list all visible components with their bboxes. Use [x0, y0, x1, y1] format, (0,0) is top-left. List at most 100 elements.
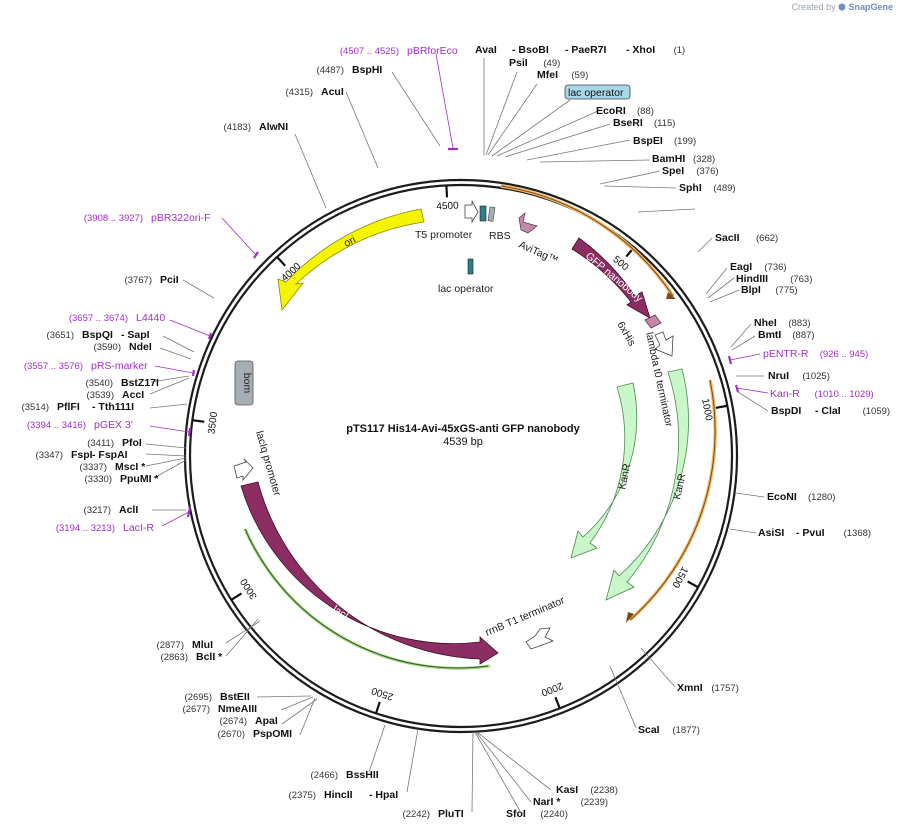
site-label-hpai[interactable]: - HpaI [369, 789, 398, 801]
site-label-pbrforeco[interactable]: pBRforEco [407, 45, 458, 57]
site-label-blpi[interactable]: BlpI [741, 284, 761, 296]
site-label-pgex-3[interactable]: pGEX 3' [94, 419, 133, 431]
primer-leader-lines [149, 53, 769, 527]
site-label-fspi[interactable]: FspI [71, 449, 93, 461]
feature-ori[interactable] [277, 208, 425, 312]
site-label-bsobi[interactable]: - BsoBI [512, 44, 549, 56]
site-lac-operator-box[interactable]: lac operator [564, 84, 631, 100]
site-label-pvui[interactable]: - PvuI [796, 527, 825, 539]
site-label-kan-r[interactable]: Kan-R [770, 388, 800, 400]
site-label-paer7i[interactable]: - PaeR7I [565, 44, 607, 56]
site-label-scai[interactable]: ScaI [638, 724, 660, 736]
site-label-prs-marker[interactable]: pRS-marker [91, 360, 148, 372]
site-label-eagi[interactable]: EagI [730, 261, 752, 273]
site-label-apai[interactable]: ApaI [255, 715, 278, 727]
site-label-kasi[interactable]: KasI [556, 784, 578, 796]
site-label-pfoi[interactable]: PfoI [122, 437, 142, 449]
site-label-mfei[interactable]: MfeI [537, 69, 558, 81]
site-label-alwni[interactable]: AlwNI [259, 121, 288, 133]
site-label-acui[interactable]: AcuI [321, 86, 344, 98]
feature-avitag[interactable] [518, 212, 538, 234]
site-label-sapi[interactable]: - SapI [121, 329, 150, 341]
site-label-ppumi[interactable]: PpuMI * [120, 473, 159, 485]
feature-laciq-promoter[interactable] [233, 458, 254, 482]
site-pos-pcii: (3767) [125, 275, 152, 286]
site-box-bg [564, 84, 631, 100]
site-label-xmni[interactable]: XmnI [677, 682, 703, 694]
feature-rrnb-t1[interactable] [525, 627, 555, 650]
site-label-l4440[interactable]: L4440 [136, 312, 165, 324]
site-pos-kasi: (2238) [590, 785, 617, 796]
site-label-spei[interactable]: SpeI [662, 165, 684, 177]
feature-lac-operator-1[interactable] [479, 205, 487, 222]
primer-mark-kanr [734, 384, 740, 393]
restriction-sites: AvaI- BsoBI- PaeR7I- XhoI(1)PsiI(49)MfeI… [22, 44, 891, 820]
site-label-mlui[interactable]: MluI [192, 639, 213, 651]
site-label-bmti[interactable]: BmtI [758, 329, 781, 341]
site-label-xhoi[interactable]: - XhoI [626, 44, 655, 56]
site-label-pflfi[interactable]: PflFI [57, 401, 80, 413]
site-label-avai[interactable]: AvaI [475, 44, 497, 56]
feature-6xhis[interactable] [644, 314, 662, 329]
site-label-asisi[interactable]: AsiSI [758, 527, 784, 539]
site-label-ecori[interactable]: EcoRI [596, 105, 626, 117]
site-label-psii[interactable]: PsiI [509, 57, 528, 69]
site-pos-nrui: (1025) [802, 371, 829, 382]
site-label-hindiii[interactable]: HindIII [736, 273, 768, 285]
site-label-pentr-r[interactable]: pENTR-R [763, 348, 809, 360]
site-pos-bspei: (199) [674, 136, 696, 147]
site-label-hincii[interactable]: HincII [324, 789, 353, 801]
site-label-nmeaiii[interactable]: NmeAIII [218, 703, 257, 715]
feature-gfp-nanobody[interactable] [571, 237, 651, 319]
site-label-sphi[interactable]: SphI [679, 182, 702, 194]
feature-laci[interactable] [240, 481, 499, 665]
site-pos-pentr-r: (926 .. 945) [820, 349, 869, 360]
feature-lac-operator-2[interactable] [467, 258, 474, 275]
site-label-nhei[interactable]: NheI [754, 317, 777, 329]
site-pos-hincii: (2375) [289, 790, 316, 801]
site-pos-acli: (3217) [84, 505, 111, 516]
site-label-ndei[interactable]: NdeI [129, 341, 152, 353]
site-label-sacii[interactable]: SacII [715, 232, 740, 244]
features: ori bom T5 promoter RBS lac operator Avi… [233, 184, 717, 670]
feature-t5-promoter[interactable] [464, 200, 479, 224]
site-pos-bsphi: (4487) [317, 65, 344, 76]
site-label-sfoi[interactable]: SfoI [506, 808, 526, 820]
site-label-bspei[interactable]: BspEI [633, 135, 663, 147]
site-label-pcii[interactable]: PciI [160, 274, 179, 286]
site-label-bsphi[interactable]: BspHI [352, 64, 382, 76]
site-label-bspdi[interactable]: BspDI [771, 405, 801, 417]
site-pos-prs-marker: (3557 .. 3576) [24, 361, 83, 372]
feature-lambda-t0[interactable] [654, 331, 674, 357]
site-pos-pgex-3: (3394 .. 3416) [27, 420, 86, 431]
site-label-bspqi[interactable]: BspQI [82, 329, 113, 341]
site-label-tth111i[interactable]: - Tth111I [92, 401, 134, 413]
site-pos-pflfi: (3514) [22, 402, 49, 413]
site-label-clai[interactable]: - ClaI [815, 405, 841, 417]
site-label-laci-r[interactable]: LacI-R [123, 522, 154, 534]
site-label-msci[interactable]: MscI * [115, 461, 146, 473]
site-label-bstz17i[interactable]: BstZ17I [121, 377, 159, 389]
site-pos-psii: (49) [543, 58, 560, 69]
credit-prefix: Created by [791, 2, 836, 12]
site-label-bamhi[interactable]: BamHI [652, 153, 685, 165]
feature-kanr-outer[interactable] [605, 368, 689, 601]
site-label-nrui[interactable]: NruI [768, 370, 789, 382]
tick-mark-1000 [715, 404, 728, 410]
site-label-acci[interactable]: AccI [122, 389, 144, 401]
site-label-pspomi[interactable]: PspOMI [253, 728, 292, 740]
site-label-pbr322ori-f[interactable]: pBR322ori-F [151, 212, 211, 224]
site-label-pluti[interactable]: PluTI [438, 808, 464, 820]
site-label-bsteii[interactable]: BstEII [220, 691, 250, 703]
site-label-fspai[interactable]: - FspAI [92, 449, 128, 461]
feature-bom[interactable] [234, 360, 254, 406]
feature-kanr-inner[interactable] [570, 382, 638, 559]
site-label-acli[interactable]: AclI [119, 504, 138, 516]
site-label-nari[interactable]: NarI * [533, 796, 561, 808]
site-label-bsshii[interactable]: BssHII [346, 769, 379, 781]
site-label-econi[interactable]: EcoNI [767, 491, 797, 503]
feature-rbs[interactable] [487, 206, 496, 222]
site-label-bcli[interactable]: BclI * [196, 651, 223, 663]
site-label-bseri[interactable]: BseRI [613, 117, 643, 129]
site-pos-clai: (1059) [863, 406, 890, 417]
